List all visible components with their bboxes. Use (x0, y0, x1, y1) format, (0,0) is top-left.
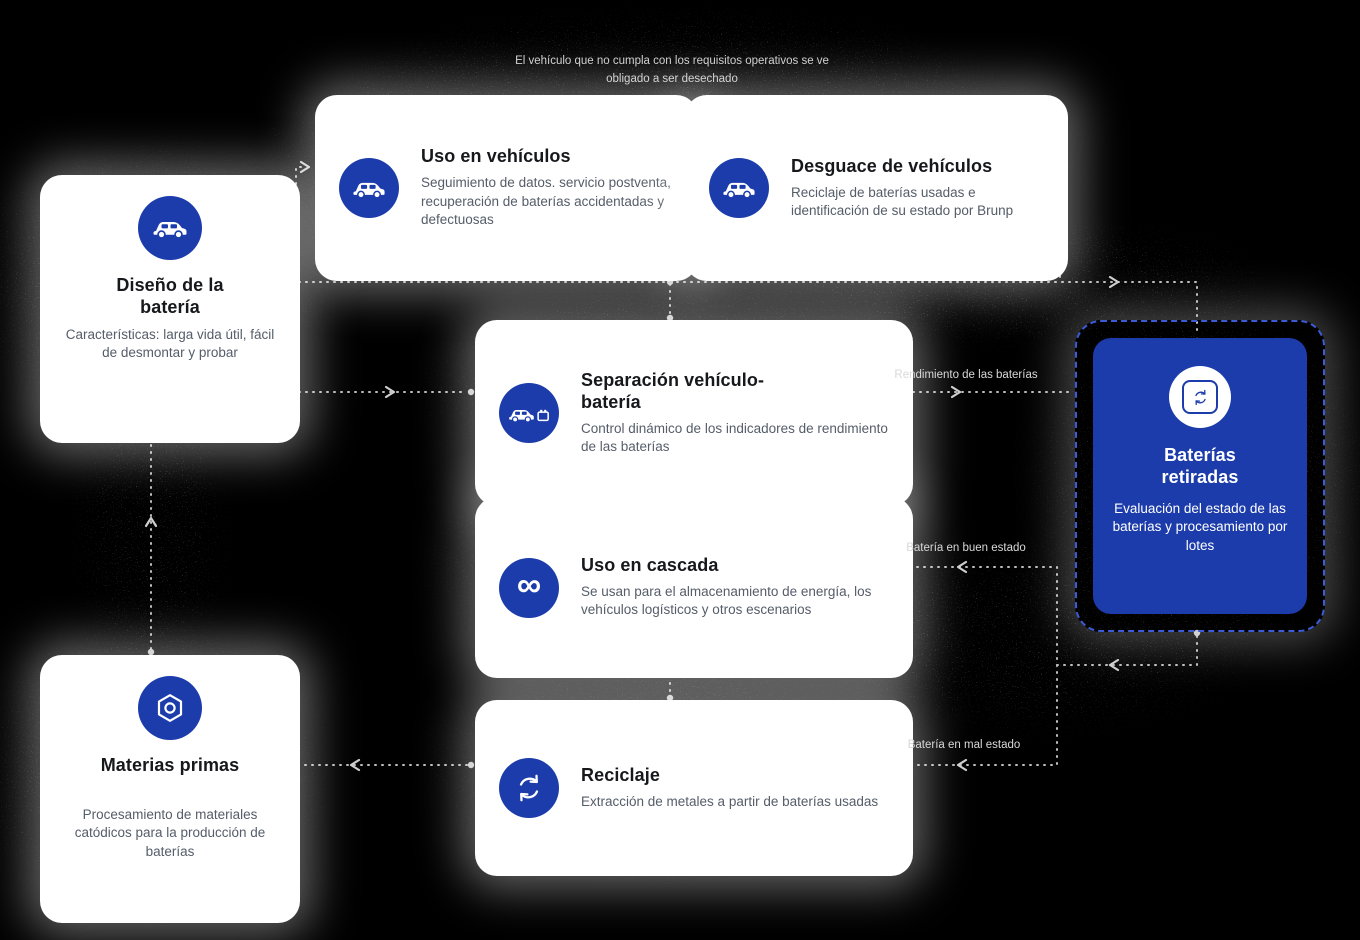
hexagon-nut-icon (138, 676, 202, 740)
card-reciclaje: Reciclaje Extracción de metales a partir… (475, 700, 913, 876)
card-title: Desguace de vehículos (791, 155, 993, 176)
card-title: Uso en vehículos (421, 146, 571, 167)
card-title: Separación vehículo- batería (581, 369, 765, 412)
card-body: Extracción de metales a partir de baterí… (581, 793, 879, 809)
card-body: Evaluación del estado de las baterías y … (1112, 500, 1288, 553)
card-diseno-bateria: Diseño de la batería Características: la… (40, 175, 300, 443)
card-separacion-vehiculo-bateria: Separación vehículo- batería Control din… (475, 320, 913, 506)
card-uso-vehiculos: Uso en vehículos Seguimiento de datos. s… (315, 95, 698, 281)
card-body: Características: larga vida útil, fácil … (65, 326, 275, 361)
edge-label-buen-estado: Batería en buen estado (906, 542, 1026, 554)
card-materias-primas: Materias primas Procesamiento de materia… (40, 655, 300, 923)
top-caption-line2: obligado a ser desechado (606, 73, 738, 86)
infinity-glyph: ∞ (516, 566, 542, 604)
edge-label-mal-estado: Batería en mal estado (907, 739, 1021, 751)
battery-box-glyph (1182, 380, 1218, 414)
card-baterias-retiradas: Baterías retiradas Evaluación del estado… (1093, 338, 1307, 614)
card-title: Reciclaje (581, 764, 660, 785)
card-body: Procesamiento de materiales catódicos pa… (74, 806, 266, 859)
card-title: Materias primas (100, 755, 240, 775)
card-title: Uso en cascada (581, 555, 719, 576)
battery-recycling-icon (1169, 366, 1231, 428)
top-caption: El vehículo que no cumpla con los requis… (515, 52, 829, 89)
card-body: Control dinámico de los indicadores de r… (581, 420, 888, 454)
retiradas-dashed-frame: Baterías retiradas Evaluación del estado… (1075, 320, 1325, 632)
car-battery-icon (499, 383, 559, 443)
car-icon (709, 158, 769, 218)
card-body: Seguimiento de datos. servicio postventa… (421, 175, 671, 228)
card-desguace-vehiculos: Desguace de vehículos Reciclaje de bater… (685, 95, 1068, 281)
card-body: Reciclaje de baterías usadas e identific… (791, 184, 1014, 218)
recycle-icon (499, 758, 559, 818)
card-uso-en-cascada: ∞ Uso en cascada Se usan para el almacen… (475, 497, 913, 678)
card-title: Diseño de la batería (116, 275, 224, 317)
card-title: Baterías retiradas (1161, 445, 1239, 487)
edge-label-rendimiento: Rendimiento de las baterías (894, 369, 1038, 381)
car-icon (138, 196, 202, 260)
car-icon (339, 158, 399, 218)
top-caption-line1: El vehículo que no cumpla con los requis… (515, 55, 829, 67)
infinity-icon: ∞ (499, 557, 559, 618)
card-body: Se usan para el almacenamiento de energí… (581, 584, 872, 618)
